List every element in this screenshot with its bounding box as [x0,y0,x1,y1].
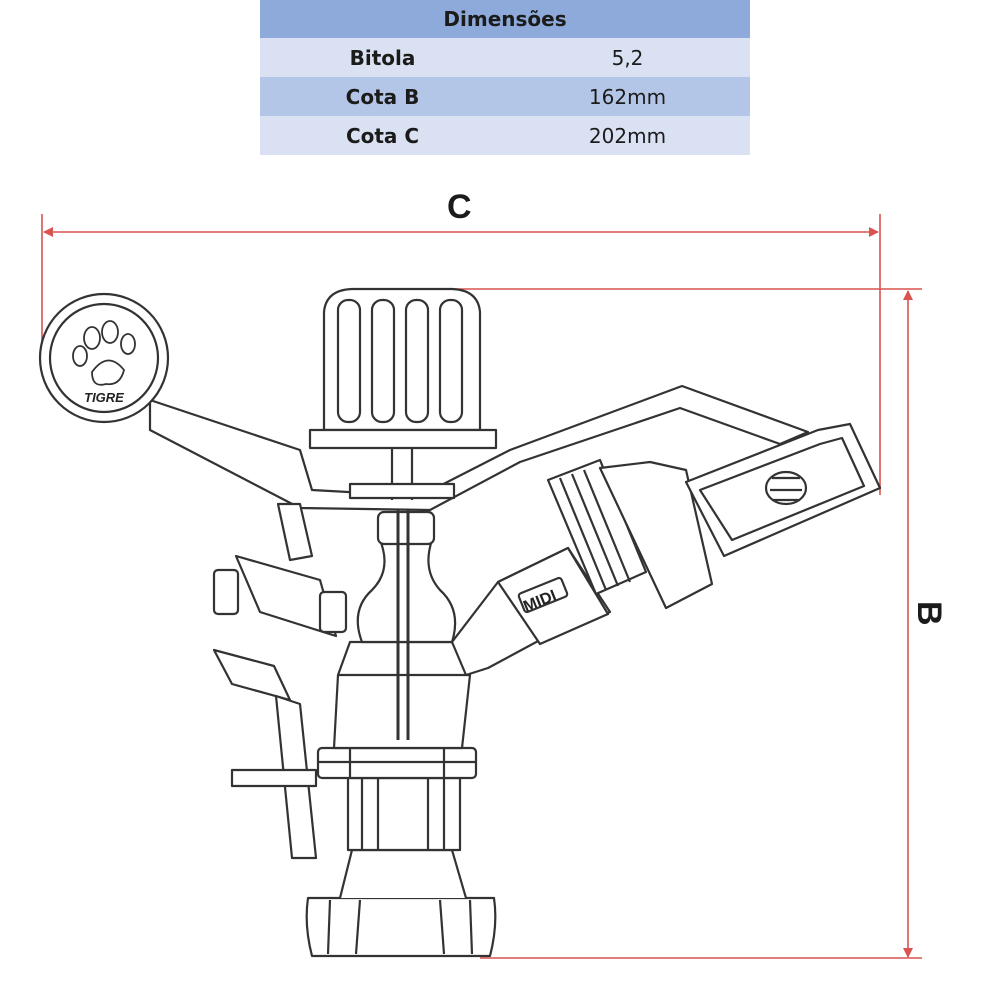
logo-disc [38,292,170,424]
brand-label: TIGRE [84,390,124,405]
table-row: Cota B 162mm [260,77,750,116]
base-nut [305,848,497,958]
table-row: Cota C 202mm [260,116,750,155]
table-row: Bitola 5,2 [260,38,750,77]
dimension-c-label: C [447,188,472,226]
row-label-bitola: Bitola [260,38,505,77]
dimensions-table: Dimensões Bitola 5,2 Cota B 162mm Cota C… [260,0,750,155]
row-value-bitola: 5,2 [505,38,750,77]
bearing-tube [346,776,462,852]
row-label-cota-b: Cota B [260,77,505,116]
reverse-mechanism [212,502,348,860]
sprinkler-outline [38,287,882,958]
deflector-pin [764,470,808,506]
center-body [356,538,457,644]
row-value-cota-c: 202mm [505,116,750,155]
dimension-b-label: B [910,601,948,626]
paw-print-icon [72,320,136,386]
lower-body [332,640,472,750]
swing-arm [148,384,810,512]
dimension-lines [41,214,922,959]
row-label-cota-c: Cota C [260,116,505,155]
row-value-cota-b: 162mm [505,77,750,116]
spring-cap [308,287,498,500]
washer-ring [316,746,478,780]
table-header: Dimensões [260,0,750,38]
